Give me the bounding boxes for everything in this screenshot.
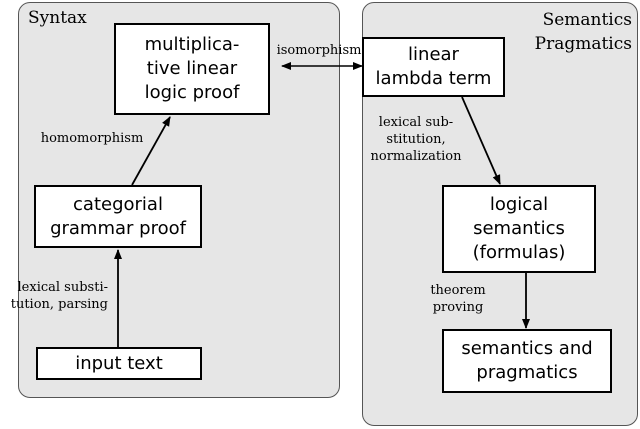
semantics-pragmatics-box: semantics and pragmatics	[442, 329, 612, 393]
lambda-term-box: linear lambda term	[362, 37, 505, 97]
syntax-panel-title: Syntax	[28, 8, 87, 28]
logical-semantics-label: logical semantics (formulas)	[472, 194, 566, 263]
mll-proof-box: multiplica- tive linear logic proof	[114, 23, 270, 115]
lexical-normalization-arrow	[461, 96, 501, 185]
logical-semantics-box: logical semantics (formulas)	[442, 185, 596, 273]
isomorphism-label: isomorphism	[276, 43, 362, 58]
categorial-grammar-box: categorial grammar proof	[34, 185, 202, 248]
input-text-label: input text	[75, 352, 163, 374]
semantics-panel-title: Semantics Pragmatics	[534, 10, 632, 54]
lexical-parsing-label: lexical substi- tution, parsing	[10, 280, 108, 312]
semantics-pragmatics-label: semantics and pragmatics	[461, 338, 593, 383]
categorial-grammar-label: categorial grammar proof	[50, 193, 186, 239]
mll-proof-label: multiplica- tive linear logic proof	[144, 34, 240, 103]
homomorphism-label: homomorphism	[40, 131, 144, 146]
lambda-term-label: linear lambda term	[375, 44, 492, 89]
theorem-proving-label: theorem proving	[430, 283, 486, 315]
lexical-normalization-label: lexical sub- stitution, normalization	[370, 115, 462, 164]
homomorphism-arrow	[131, 116, 171, 186]
input-text-box: input text	[36, 347, 202, 380]
